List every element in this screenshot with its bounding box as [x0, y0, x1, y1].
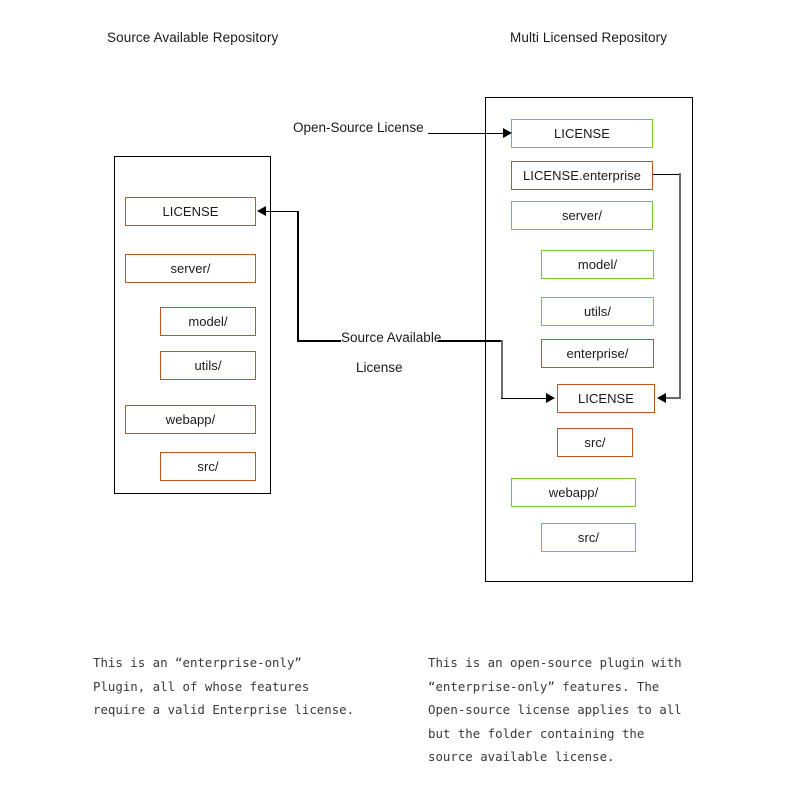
arrowhead-left-license	[257, 206, 266, 216]
node-label: src/	[584, 435, 606, 450]
node-label: server/	[170, 261, 211, 276]
edge-label-source-available-line1: Source Available	[341, 330, 442, 345]
node-label: src/	[197, 459, 219, 474]
right-node-license[interactable]: LICENSE	[511, 119, 653, 148]
right-panel-caption: This is an open-source plugin with “ente…	[428, 655, 682, 764]
node-label: webapp/	[548, 485, 599, 500]
left-node-webapp[interactable]: webapp/	[125, 405, 256, 434]
connector-source-available-left-v	[297, 211, 299, 341]
arrowhead-enterprise-license-right	[657, 393, 666, 403]
right-node-webapp-src[interactable]: src/	[541, 523, 636, 552]
connector-license-enterprise-into-license	[666, 397, 681, 400]
node-label: LICENSE	[578, 391, 634, 406]
edge-label-open-source-license: Open-Source License	[293, 120, 424, 135]
connector-source-available-to-left-license	[266, 210, 298, 212]
right-node-model[interactable]: model/	[541, 250, 654, 279]
connector-source-available-left-h	[297, 340, 341, 342]
left-panel-title: Source Available Repository	[107, 30, 279, 45]
left-node-server[interactable]: server/	[125, 254, 256, 283]
connector-source-available-right-h	[438, 340, 503, 342]
connector-license-enterprise-h	[653, 173, 681, 175]
node-label: model/	[188, 314, 228, 329]
right-node-license-enterprise[interactable]: LICENSE.enterprise	[511, 161, 653, 190]
right-node-utils[interactable]: utils/	[541, 297, 654, 326]
right-node-enterprise-license[interactable]: LICENSE	[557, 384, 655, 413]
right-node-enterprise[interactable]: enterprise/	[541, 339, 654, 368]
arrowhead-open-source-license	[503, 128, 512, 138]
node-label: LICENSE	[554, 126, 610, 141]
right-node-enterprise-src[interactable]: src/	[557, 428, 633, 457]
node-label: LICENSE.enterprise	[523, 168, 641, 183]
connector-open-source-license	[428, 132, 510, 134]
node-label: model/	[577, 257, 618, 272]
node-label: utils/	[583, 304, 612, 319]
node-label: webapp/	[165, 412, 216, 427]
edge-label-source-available-line2: License	[356, 360, 403, 375]
left-node-model[interactable]: model/	[160, 307, 256, 336]
arrowhead-enterprise-license-left	[546, 393, 555, 403]
node-label: server/	[561, 208, 603, 223]
node-label: src/	[577, 530, 600, 545]
connector-source-available-into-license	[501, 397, 548, 399]
node-label: LICENSE	[162, 204, 219, 219]
right-panel-title: Multi Licensed Repository	[510, 30, 668, 45]
right-node-server[interactable]: server/	[511, 201, 653, 230]
left-panel-caption: This is an “enterprise-only” Plugin, all…	[93, 655, 355, 717]
node-label: enterprise/	[566, 346, 629, 361]
left-node-license[interactable]: LICENSE	[125, 197, 256, 226]
right-node-webapp[interactable]: webapp/	[511, 478, 636, 507]
left-node-utils[interactable]: utils/	[160, 351, 256, 380]
left-node-src[interactable]: src/	[160, 452, 256, 481]
connector-license-enterprise-v	[679, 173, 682, 398]
connector-source-available-right-v	[501, 340, 504, 398]
node-label: utils/	[194, 358, 222, 373]
